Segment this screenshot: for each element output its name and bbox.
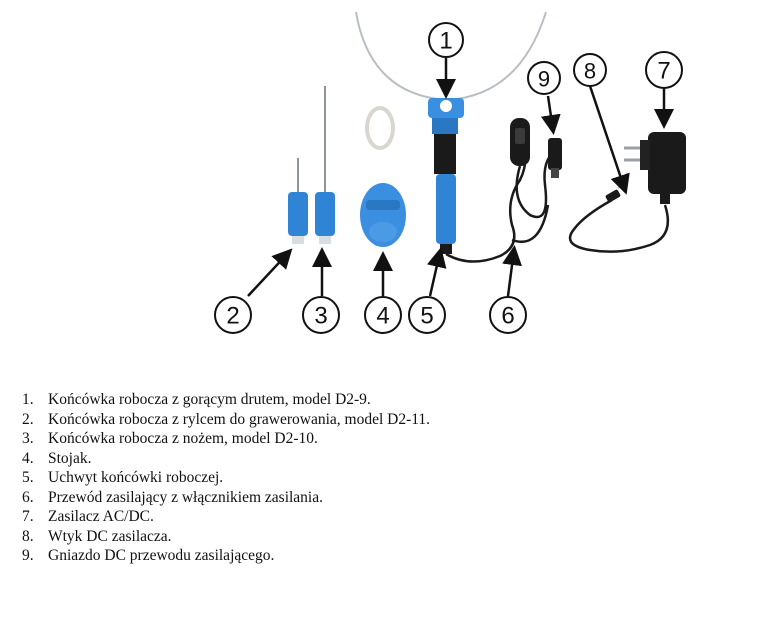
callout-arrows [247, 58, 674, 297]
legend-item: 9. Gniazdo DC przewodu zasilającego. [22, 546, 430, 566]
arrow-8 [588, 85, 630, 195]
callout-label-5: 5 [420, 303, 433, 330]
callout-circle-5 [408, 296, 446, 334]
callout-label-4: 4 [376, 303, 389, 330]
legend-item-number: 5. [22, 469, 34, 486]
callout-circle-1 [428, 22, 464, 58]
legend-item-number: 4. [22, 449, 34, 467]
callout-circle-4 [364, 296, 402, 334]
legend-item: 7. Zasilacz AC/DC. [22, 507, 430, 527]
legend-item: 5. Uchwyt końcówki roboczej. [22, 468, 430, 488]
legend-item: 6. Przewód zasilający z włącznikiem zasil… [22, 488, 430, 508]
arrow-5 [426, 247, 447, 297]
engraving-tip [288, 158, 308, 244]
legend-item-number: 8. [22, 527, 34, 545]
callout-circle-6 [489, 296, 527, 334]
legend-item-number: 1. [22, 391, 34, 408]
callout-label-3: 3 [314, 303, 327, 330]
callout-label-2: 2 [226, 303, 239, 330]
legend-item: 4. Stojak. [22, 449, 430, 469]
callout-circle-2 [214, 296, 252, 334]
callout-label-8: 8 [584, 59, 596, 84]
legend-item-text: Uchwyt końcówki roboczej. [48, 469, 224, 486]
knife-tip [315, 86, 335, 244]
legend-item-number: 6. [22, 488, 34, 506]
callout-label-6: 6 [501, 303, 514, 330]
callout-circle-8 [573, 53, 607, 87]
legend-item: 8. Wtyk DC zasilacza. [22, 527, 430, 547]
adapter-cable [568, 183, 670, 253]
ac-dc-adapter [624, 132, 686, 204]
legend-item-text: Końcówka robocza z rylcem do grawerowani… [48, 410, 431, 428]
legend-item-number: 7. [22, 508, 34, 525]
legend-item-text: Zasilacz AC/DC. [48, 508, 154, 525]
handle [428, 98, 464, 254]
power-cable [445, 118, 562, 263]
callout-circle-7 [645, 51, 683, 89]
legend-item-text: Końcówka robocza z gorącym drutem, model… [48, 391, 371, 408]
arrow-2 [247, 248, 293, 297]
parts-legend: 1. Końcówka robocza z gorącym drutem, mod… [22, 390, 430, 566]
legend-item-text: Końcówka robocza z nożem, model D2-10. [48, 430, 318, 447]
callout-label-7: 7 [657, 58, 670, 85]
legend-item-text: Stojak. [48, 449, 92, 467]
legend-item-text: Przewód zasilający z włącznikiem zasilan… [48, 488, 323, 506]
stand [360, 183, 406, 247]
legend-item-number: 9. [22, 547, 34, 564]
legend-item: 2. Końcówka robocza z rylcem do grawerowa… [22, 410, 430, 430]
rubber-ring [365, 106, 395, 150]
callout-circle-9 [527, 61, 561, 95]
arrow-9 [540, 95, 561, 135]
legend-item-text: Wtyk DC zasilacza. [48, 527, 172, 545]
arrow-6 [502, 245, 522, 297]
callout-label-9: 9 [538, 67, 550, 92]
legend-item-number: 3. [22, 430, 34, 447]
legend-item-number: 2. [22, 410, 34, 428]
legend-item: 1. Końcówka robocza z gorącym drutem, mod… [22, 390, 430, 410]
callout-circles [214, 22, 683, 334]
legend-item: 3. Końcówka robocza z nożem, model D2-10. [22, 429, 430, 449]
callout-circle-3 [302, 296, 340, 334]
product-figure: 1 2 3 4 5 6 7 8 9 [214, 11, 686, 334]
callout-label-1: 1 [439, 28, 452, 55]
legend-item-text: Gniazdo DC przewodu zasilającego. [48, 547, 275, 564]
